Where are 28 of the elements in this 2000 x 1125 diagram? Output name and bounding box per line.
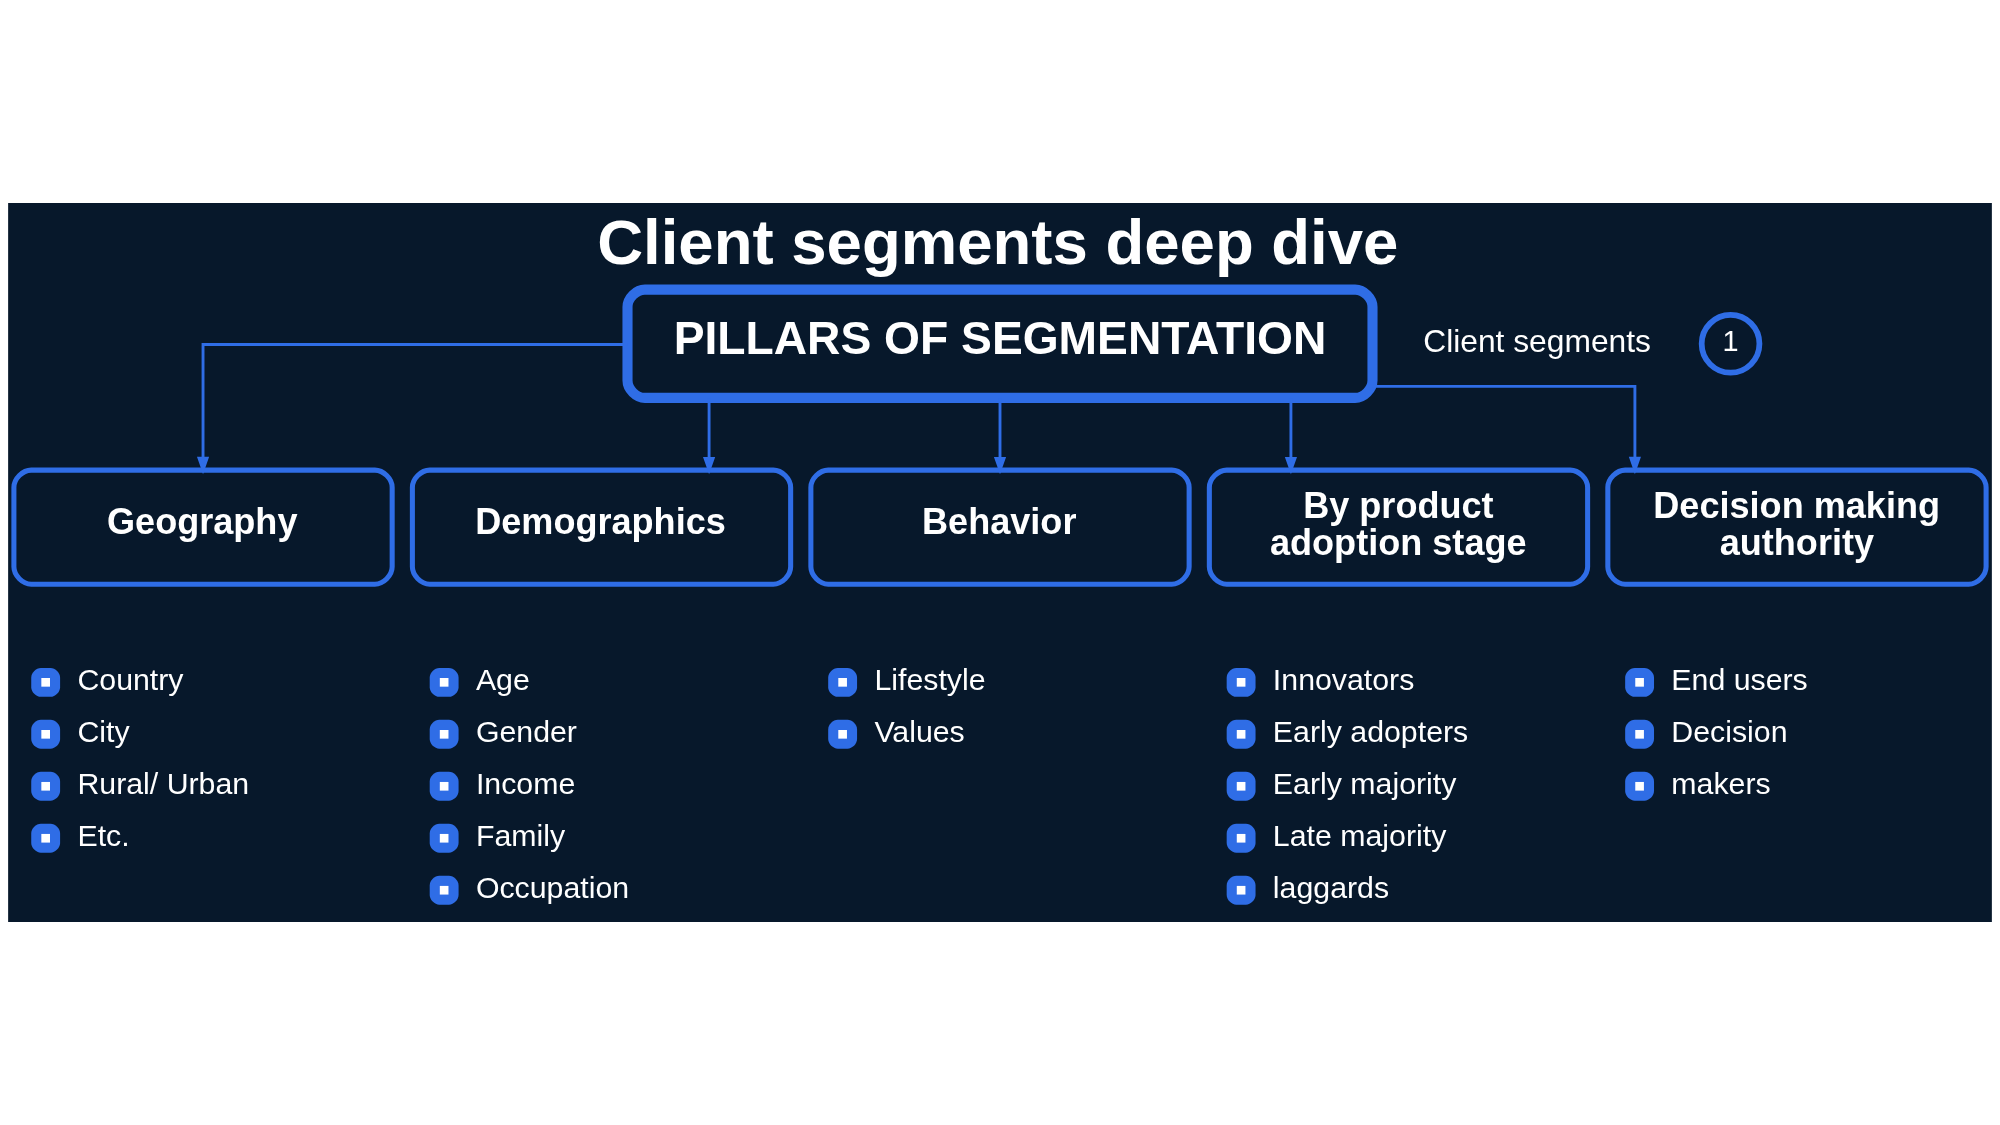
node-label: Decision	[1671, 714, 1788, 748]
node-box: PILLARS OF SEGMENTATION	[622, 284, 1378, 403]
node-label: Values	[874, 714, 965, 748]
node-box: Decision making authority	[1605, 467, 1989, 587]
node-label: Gender	[475, 714, 577, 748]
diagram-title: Client segments deep dive	[597, 205, 1399, 277]
node-box: Behavior	[808, 467, 1192, 587]
node-label: Country	[77, 662, 184, 696]
node-label: Occupation	[475, 870, 630, 904]
node-label: laggards	[1272, 870, 1390, 904]
node-label: Late majority	[1272, 818, 1447, 852]
node-label: City	[77, 714, 130, 748]
node-label: Etc.	[77, 818, 130, 852]
node-label: Family	[475, 818, 566, 852]
node-label: End users	[1671, 662, 1808, 696]
node-circle: 1	[1698, 312, 1763, 376]
node-box: Geography	[11, 467, 395, 587]
node-label: Rural/ Urban	[77, 766, 250, 800]
node-box: By product adoption stage	[1206, 467, 1591, 587]
node-box: Demographics	[409, 467, 794, 587]
node-label: Income	[475, 766, 576, 800]
node-label: Lifestyle	[874, 662, 986, 696]
node-label: Early majority	[1272, 766, 1457, 800]
node-label: Innovators	[1272, 662, 1415, 696]
node-label: makers	[1671, 766, 1771, 800]
node-label: Early adopters	[1272, 714, 1469, 748]
node-label: Age	[475, 662, 530, 696]
label: Client segments	[1423, 322, 1651, 359]
